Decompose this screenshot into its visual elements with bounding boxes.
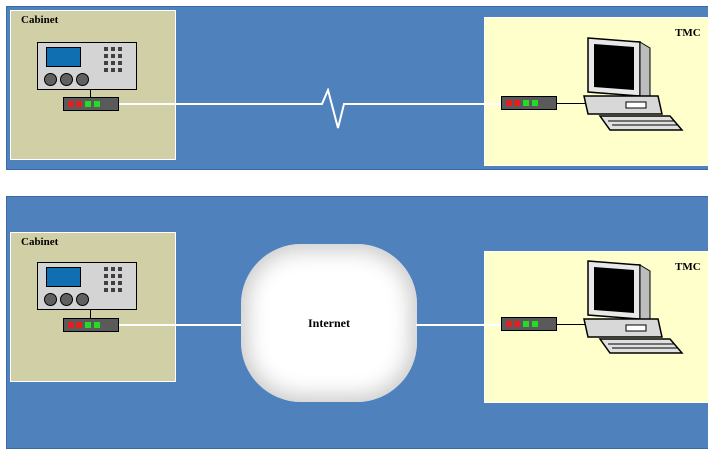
top-controller-cable	[90, 90, 91, 97]
top-link-left	[119, 103, 314, 105]
internet-label: Internet	[308, 316, 350, 330]
bottom-tmc-label: TMC	[675, 261, 701, 273]
bottom-tmc-cable	[557, 324, 585, 325]
top-cabinet-label: Cabinet	[21, 14, 59, 26]
bottom-cabinet-label: Cabinet	[21, 236, 59, 248]
top-tmc-modem-icon	[501, 96, 557, 110]
top-wireless-link	[314, 88, 354, 129]
bottom-computer-icon	[583, 260, 684, 354]
bottom-link-right	[416, 324, 502, 326]
internet-cloud-icon: Internet	[241, 244, 417, 402]
top-link-right	[352, 103, 502, 105]
bottom-link-left	[119, 324, 243, 326]
bottom-controller-icon	[37, 262, 137, 310]
bottom-cabinet-modem-icon	[63, 318, 119, 332]
top-tmc-label: TMC	[675, 27, 701, 39]
bottom-tmc-modem-icon	[501, 317, 557, 331]
bottom-controller-cable	[90, 310, 91, 318]
top-cabinet-modem-icon	[63, 97, 119, 111]
top-tmc-cable	[557, 103, 585, 104]
top-computer-icon	[583, 37, 684, 131]
top-controller-icon	[37, 42, 137, 90]
